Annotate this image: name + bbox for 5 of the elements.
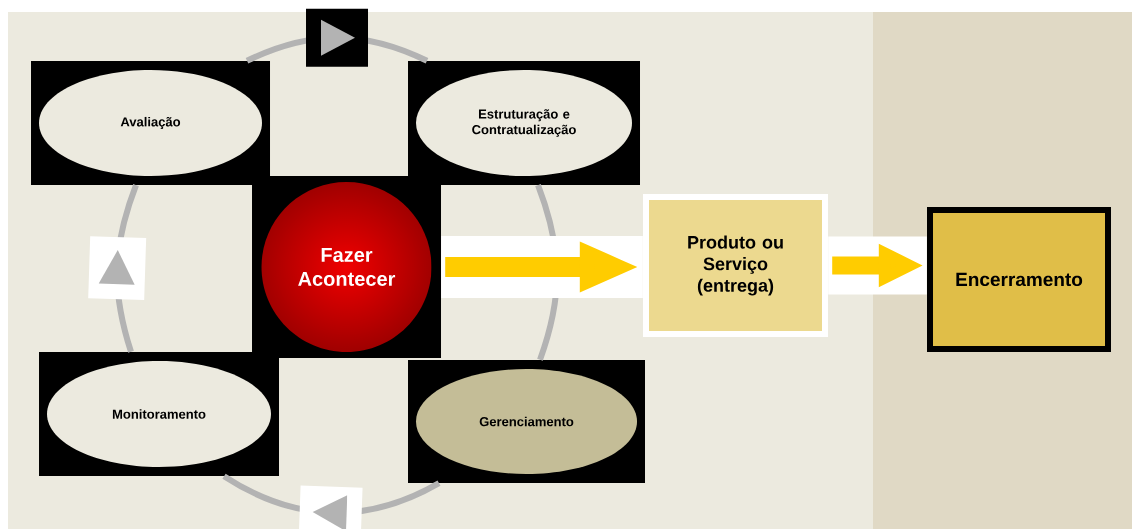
cycle-arrow (245, 8, 429, 67)
cycle-arrow (88, 184, 147, 353)
closing-box: Encerramento (927, 207, 1111, 352)
result-box: Produto ou Serviço (entrega) (643, 194, 828, 337)
cycle-arrow (222, 473, 441, 529)
